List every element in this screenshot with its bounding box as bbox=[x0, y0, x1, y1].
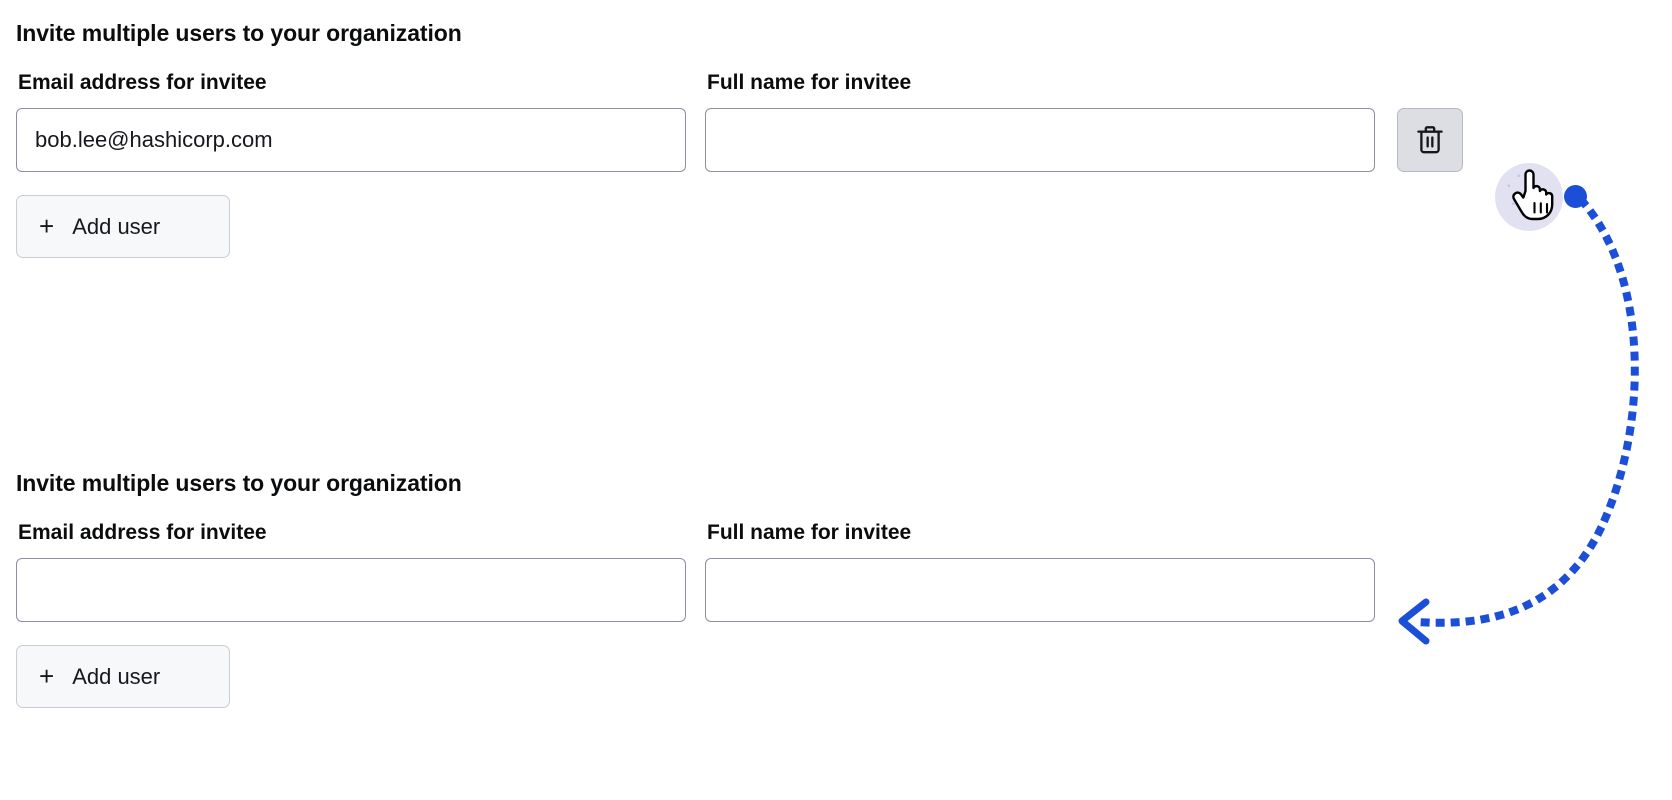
trash-icon bbox=[1415, 124, 1445, 156]
email-input-1[interactable] bbox=[16, 108, 686, 172]
plus-icon: + bbox=[39, 210, 55, 241]
add-user-label-2: Add user bbox=[72, 663, 161, 689]
add-user-label: Add user bbox=[72, 213, 161, 239]
fullname-input-1[interactable] bbox=[705, 108, 1375, 172]
add-user-button-1[interactable]: + Add user bbox=[16, 195, 230, 258]
plus-icon-2: + bbox=[39, 660, 55, 691]
fullname-field-label: Full name for invitee bbox=[707, 71, 912, 94]
page-title-2: Invite multiple users to your organizati… bbox=[16, 470, 462, 496]
invitee-field-row-1: Email address for invitee Full name for … bbox=[16, 70, 1463, 172]
fullname-field-group-2: Full name for invitee bbox=[705, 520, 1375, 622]
email-field-group-1: Email address for invitee bbox=[16, 70, 686, 172]
arrowhead-left-icon bbox=[1398, 598, 1430, 645]
page-title: Invite multiple users to your organizati… bbox=[16, 20, 462, 46]
email-field-label-2: Email address for invitee bbox=[18, 521, 267, 544]
fullname-input-2[interactable] bbox=[705, 558, 1375, 622]
fullname-field-label-2: Full name for invitee bbox=[707, 521, 912, 544]
invite-block-2: Invite multiple users to your organizati… bbox=[16, 468, 1375, 708]
action-start-dot bbox=[1564, 185, 1587, 208]
hand-pointer-cursor bbox=[1511, 166, 1557, 227]
delete-user-button-1[interactable] bbox=[1397, 108, 1463, 172]
email-field-label: Email address for invitee bbox=[18, 71, 267, 94]
email-field-group-2: Email address for invitee bbox=[16, 520, 686, 622]
add-user-button-2[interactable]: + Add user bbox=[16, 645, 230, 708]
email-input-2[interactable] bbox=[16, 558, 686, 622]
cursor-halo bbox=[1495, 163, 1563, 231]
fullname-field-group-1: Full name for invitee bbox=[705, 70, 1375, 172]
invite-block-1: Invite multiple users to your organizati… bbox=[16, 18, 1463, 258]
invitee-field-row-2: Email address for invitee Full name for … bbox=[16, 520, 1375, 622]
